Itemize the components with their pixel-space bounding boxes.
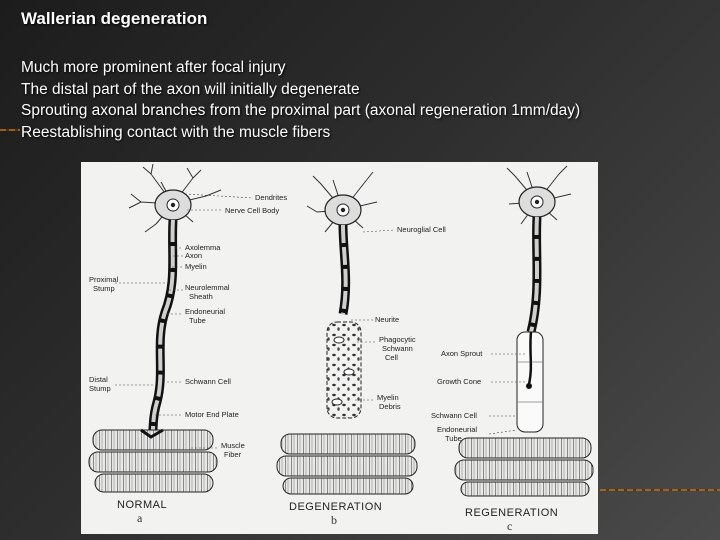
bullet-list: Much more prominent after focal injury T… [21,57,580,143]
accent-line-right [600,489,720,491]
label-motor-end: Motor End Plate [185,410,239,419]
label-axon-sprout: Axon Sprout [441,349,483,358]
label-phago-3: Cell [385,353,398,362]
label-distal-1: Distal [89,375,108,384]
letter-a: a [137,511,143,525]
label-myelin-debris-1: Myelin [377,393,399,402]
label-endoneurial-c-2: Tube [445,434,462,443]
accent-line-left [0,129,20,131]
wallerian-figure: Dendrites Nerve Cell Body Axolemma Axon … [81,162,598,534]
label-myelin: Myelin [185,262,207,271]
label-distal-2: Stump [89,384,111,393]
panel-normal: Dendrites Nerve Cell Body Axolemma Axon … [88,163,287,525]
label-axolemma: Axolemma [185,243,221,252]
label-schwann-a: Schwann Cell [185,377,231,386]
muscle-fibers-c [454,437,594,497]
label-neurite: Neurite [375,315,399,324]
bullet-item: Sprouting axonal branches from the proxi… [21,102,581,119]
label-proximal-1: Proximal [89,275,119,284]
axon-sprout-c [527,331,533,385]
label-phago-2: Schwann [382,344,413,353]
degenerating-segment-b [326,321,362,419]
motor-end-plate-a [140,428,164,439]
letter-b: b [331,513,337,527]
label-axon: Axon [185,251,202,260]
caption-regeneration: REGENERATION [465,507,558,519]
bullet-item: The distal part of the axon will initial… [21,80,360,98]
label-neurolemmal-2: Sheath [189,292,213,301]
label-myelin-debris-2: Debris [379,402,401,411]
label-dendrites: Dendrites [255,193,287,202]
muscle-fibers-b [276,433,418,495]
bullet-item: Much more prominent after focal injury [21,59,286,76]
label-neuroglial: Neuroglial Cell [397,225,446,234]
label-endoneurial-c-1: Endoneurial [437,425,477,434]
label-neurolemmal-1: Neurolemmal [185,283,230,292]
label-phago-1: Phagocytic [379,335,416,344]
label-muscle-1: Muscle [221,441,245,450]
panel-regeneration: Axon Sprout Growth Cone Schwann Cell End… [431,165,594,533]
panel-degeneration: Neuroglial Cell Neurite Phagocytic Schwa… [276,171,446,527]
label-growth-cone: Growth Cone [437,377,481,386]
slide-title: Wallerian degeneration [21,9,208,28]
label-endoneurial-2: Tube [189,316,206,325]
neuron-diagram: Dendrites Nerve Cell Body Axolemma Axon … [88,163,594,533]
muscle-fibers-a [88,429,218,493]
letter-c: c [507,519,512,533]
label-schwann-c: Schwann Cell [431,411,477,420]
label-muscle-2: Fiber [224,450,242,459]
growth-cone-c [526,383,532,389]
label-endoneurial-1: Endoneurial [185,307,225,316]
label-proximal-2: Stump [93,284,115,293]
caption-normal: NORMAL [117,499,167,511]
caption-degeneration: DEGENERATION [289,501,382,513]
bullet-item: Reestablishing contact with the muscle f… [21,123,331,141]
label-cell-body: Nerve Cell Body [225,206,279,215]
